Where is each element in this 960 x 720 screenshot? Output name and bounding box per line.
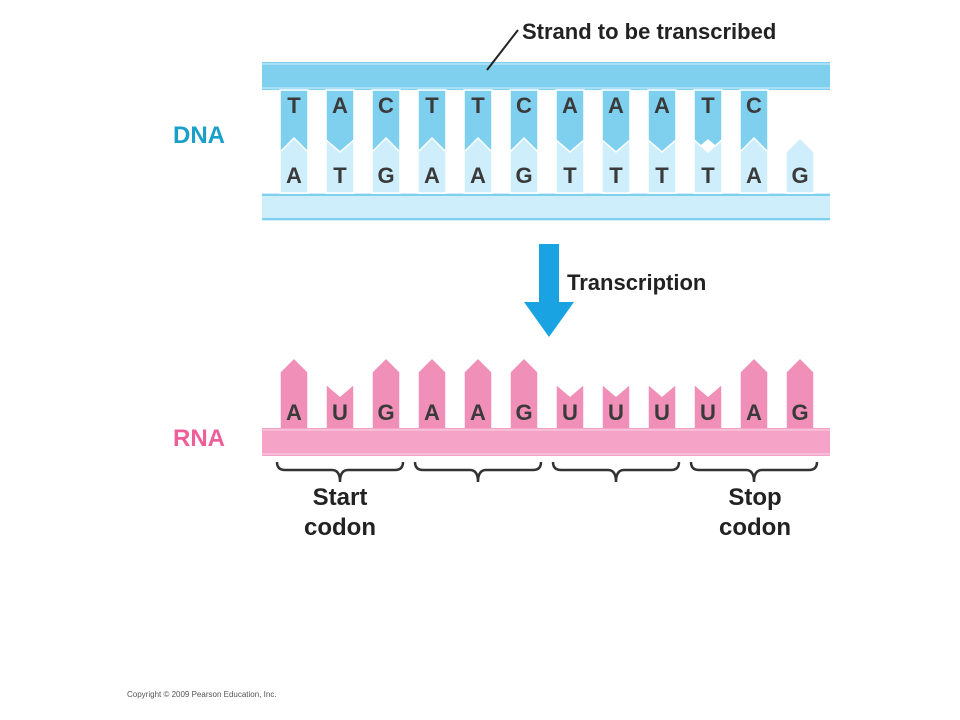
dna-template-base-letter: T [425,93,439,118]
dna-coding-base: T [601,138,631,194]
dna-template-base-letter: A [562,93,578,118]
codon-brace [413,461,543,483]
rna-base: G [785,356,815,431]
transcription-label: Transcription [567,270,706,295]
strand-pointer-line [486,29,519,71]
rna-base-letter: A [286,400,302,425]
stop-codon-label-line1: Stop [728,484,781,511]
codon-braces [275,461,819,483]
start-codon-label-line2: codon [304,514,376,541]
dna-coding-base-letter: A [286,163,302,188]
rna-base-letter: G [377,400,394,425]
start-codon-label-line1: Start [313,484,368,511]
codon-brace [689,461,819,483]
dna-coding-base: G [785,136,815,194]
dna-coding-base: T [647,138,677,194]
dna-coding-base-letter: A [746,163,762,188]
rna-base: U [601,382,631,431]
rna-base: U [325,382,355,431]
dna-coding-base-letter: T [655,163,669,188]
rna-base-letter: U [562,400,578,425]
dna-coding-base-letter: T [609,163,623,188]
rna-base: U [555,382,585,431]
rna-base-letter: U [654,400,670,425]
rna-base: U [693,382,723,431]
rna-base-letter: U [700,400,716,425]
dna-template-base-letter: T [701,93,715,118]
dna-coding-base-letter: G [515,163,532,188]
dna-template-base-letter: C [378,93,394,118]
rna-base-letter: A [746,400,762,425]
rna-base: A [417,356,447,431]
dna-coding-base-letter: T [333,163,347,188]
dna-template-base: C [509,89,539,154]
rna-base: U [647,382,677,431]
dna-coding-base-letter: G [791,163,808,188]
rna-base: A [739,356,769,431]
rna-base: G [371,356,401,431]
dna-template-base-letter: T [471,93,485,118]
dna-coding-base-letter: A [470,163,486,188]
copyright-text: Copyright © 2009 Pearson Education, Inc. [127,690,277,699]
codon-brace [551,461,681,483]
dna-coding-base: A [279,136,309,194]
rna-base-letter: G [515,400,532,425]
rna-base: A [279,356,309,431]
dna-coding-base: A [463,136,493,194]
rna-base-letter: U [332,400,348,425]
dna-coding-base-letter: A [424,163,440,188]
rna-label: RNA [173,425,225,452]
rna-base-letter: U [608,400,624,425]
dna-coding-base: T [325,138,355,194]
dna-coding-base: A [739,136,769,194]
dna-label: DNA [173,122,225,149]
dna-template-base-letter: C [746,93,762,118]
codon-brace [275,461,405,483]
transcription-arrow-icon [524,244,574,337]
dna-template-base: T [417,89,447,154]
dna-coding-base: A [417,136,447,194]
dna-template-base-letter: C [516,93,532,118]
dna-template-base: T [463,89,493,154]
dna-coding-base: G [371,136,401,194]
rna-backbone [262,428,830,456]
dna-template-base-letter: A [332,93,348,118]
rna-base: A [463,356,493,431]
dna-coding-base: G [509,136,539,194]
dna-coding-base-letter: G [377,163,394,188]
dna-template-base-letter: A [608,93,624,118]
strand-note-label: Strand to be transcribed [522,19,776,44]
rna-base-letter: G [791,400,808,425]
dna-template-base: A [325,89,355,156]
dna-template-backbone [262,62,830,90]
dna-coding-base: T [555,138,585,194]
dna-coding-base: T [693,138,723,194]
rna-base-letter: A [470,400,486,425]
rna-base-letter: A [424,400,440,425]
dna-coding-backbone [262,193,830,221]
dna-template-base-letter: A [654,93,670,118]
dna-template-base-letter: T [287,93,301,118]
rna-base: G [509,356,539,431]
dna-coding-base-letter: T [563,163,577,188]
dna-coding-base-letter: T [701,163,715,188]
stop-codon-label-line2: codon [719,514,791,541]
